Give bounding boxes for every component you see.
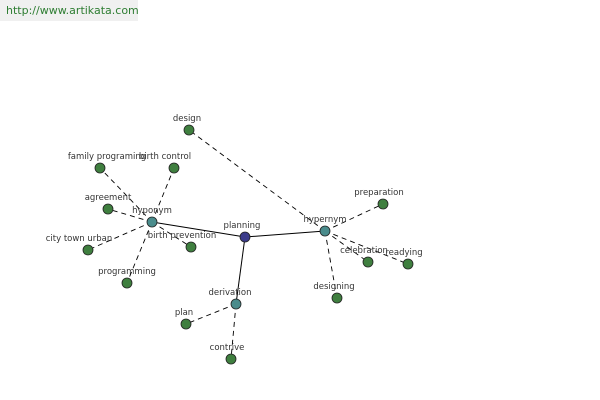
hub-hypernym-label[interactable]: hypernym — [303, 215, 346, 225]
leaf-birth-control-node[interactable] — [168, 162, 180, 174]
edge-planning-hypernym — [244, 230, 326, 238]
hub-hyponym-node[interactable] — [146, 216, 158, 228]
edge-hyponym-family-programing — [99, 167, 153, 223]
edge-hyponym-birth-control — [151, 167, 175, 223]
leaf-programming-node[interactable] — [121, 277, 133, 289]
hub-derivation-node[interactable] — [230, 298, 242, 310]
edge-hyponym-birth-prevention — [151, 221, 192, 248]
leaf-city-town-urban-node[interactable] — [82, 244, 94, 256]
leaf-design-label[interactable]: design — [173, 114, 201, 124]
leaf-agreement-label[interactable]: agreement — [85, 193, 132, 203]
edge-hypernym-preparation — [324, 203, 384, 232]
leaf-family-programing-label[interactable]: family programing — [68, 152, 146, 162]
edge-derivation-contrive — [230, 303, 237, 360]
leaf-plan-label[interactable]: plan — [175, 308, 193, 318]
site-url[interactable]: http://www.artikata.com — [0, 0, 139, 21]
edge-hyponym-city-town-urban — [87, 221, 153, 251]
edge-hyponym-agreement — [107, 208, 153, 223]
leaf-designing-label[interactable]: designing — [313, 282, 354, 292]
hub-derivation-label[interactable]: derivation — [208, 288, 251, 298]
leaf-city-town-urban-label[interactable]: city town urban — [46, 234, 113, 244]
leaf-contrive-node[interactable] — [225, 353, 237, 365]
leaf-programming-label[interactable]: programming — [98, 267, 156, 277]
leaf-agreement-node[interactable] — [102, 203, 114, 215]
edge-hypernym-designing — [324, 230, 338, 299]
center-planning-label[interactable]: planning — [224, 221, 261, 231]
hub-hypernym-node[interactable] — [319, 225, 331, 237]
leaf-preparation-node[interactable] — [377, 198, 389, 210]
leaf-plan-node[interactable] — [180, 318, 192, 330]
leaf-birth-prevention-label[interactable]: birth prevention — [148, 231, 217, 241]
edge-derivation-plan — [185, 303, 237, 325]
center-planning-node[interactable] — [239, 231, 251, 243]
edge-hypernym-readying — [324, 230, 409, 265]
leaf-readying-node[interactable] — [402, 258, 414, 270]
leaf-readying-label[interactable]: readying — [385, 248, 422, 258]
leaf-birth-control-label[interactable]: birth control — [139, 152, 191, 162]
leaf-celebration-node[interactable] — [362, 256, 374, 268]
edge-hypernym-design — [188, 129, 326, 232]
leaf-birth-prevention-node[interactable] — [185, 241, 197, 253]
edge-planning-hyponym — [151, 221, 246, 238]
leaf-celebration-label[interactable]: celebration — [340, 246, 388, 256]
leaf-design-node[interactable] — [183, 124, 195, 136]
edges — [87, 129, 409, 360]
leaf-family-programing-node[interactable] — [94, 162, 106, 174]
leaf-designing-node[interactable] — [331, 292, 343, 304]
leaf-preparation-label[interactable]: preparation — [354, 188, 404, 198]
leaf-contrive-label[interactable]: contrive — [210, 343, 245, 353]
edge-planning-derivation — [235, 236, 246, 305]
edge-hyponym-programming — [126, 221, 153, 284]
hub-hyponym-label[interactable]: hyponym — [132, 206, 172, 216]
